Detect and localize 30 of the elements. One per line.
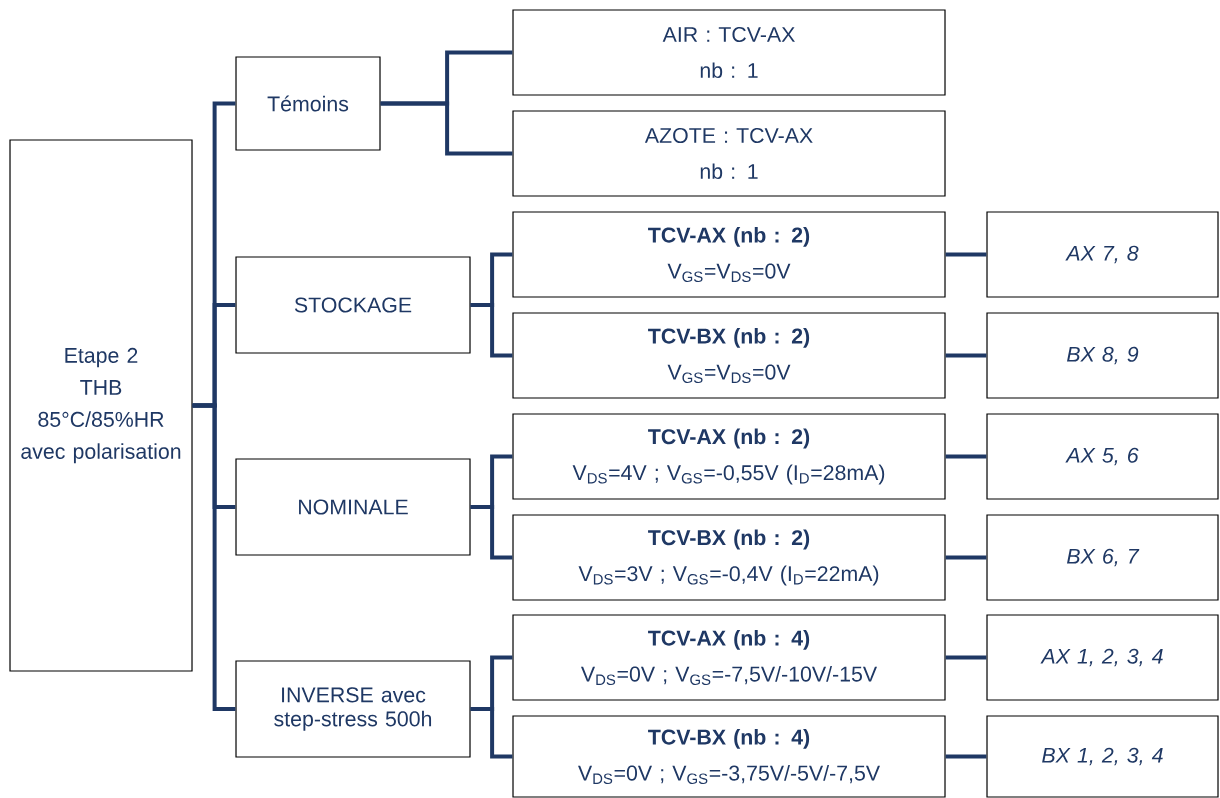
sample-box: TCV-AX (nb : 2) V$_{DS}$=4V ; V$_{GS}$=-0,55V (I$_{D}$=28mA) xyxy=(512,413,946,500)
device-box: BX 8, 9 xyxy=(986,312,1219,399)
category-box: STOCKAGE xyxy=(235,256,471,354)
stage-box: Etape 2 THB 85°C/85%HR avec polarisation xyxy=(9,139,193,672)
category-box: INVERSE avec step-stress 500h xyxy=(235,660,471,758)
connector-line xyxy=(380,101,513,156)
connector-line xyxy=(945,555,987,560)
sample-box: TCV-AX (nb : 2) V$_{GS}$=V$_{DS}$=0V xyxy=(512,211,946,298)
sample-box: TCV-BX (nb : 2) V$_{DS}$=3V ; V$_{GS}$=-0,4V (I$_{D}$=22mA) xyxy=(512,514,946,601)
connector-line xyxy=(945,454,987,459)
device-box: AX 5, 6 xyxy=(986,413,1219,500)
connector-line xyxy=(470,303,513,358)
sample-box: AZOTE : TCV-AX nb : 1 xyxy=(512,110,946,197)
sample-box: TCV-BX (nb : 2) V$_{GS}$=V$_{DS}$=0V xyxy=(512,312,946,399)
connector-line xyxy=(945,252,987,257)
device-box: AX 1, 2, 3, 4 xyxy=(986,614,1219,701)
category-box: NOMINALE xyxy=(235,458,471,556)
connector-line xyxy=(945,754,987,759)
device-box: BX 1, 2, 3, 4 xyxy=(986,715,1219,798)
connector-line xyxy=(945,353,987,358)
device-box: BX 6, 7 xyxy=(986,514,1219,601)
device-box: AX 7, 8 xyxy=(986,211,1219,298)
connector-line xyxy=(192,403,236,711)
connector-line xyxy=(470,505,513,560)
sample-box: AIR : TCV-AX nb : 1 xyxy=(512,9,946,96)
sample-box: TCV-AX (nb : 4) V$_{DS}$=0V ; V$_{GS}$=-7,5V/-10V/-15V xyxy=(512,614,946,701)
connector-line xyxy=(945,655,987,660)
sample-box: TCV-BX (nb : 4) V$_{DS}$=0V ; V$_{GS}$=-3,75V/-5V/-7,5V xyxy=(512,715,946,798)
category-box: Témoins xyxy=(235,56,381,151)
connector-line xyxy=(470,707,513,759)
